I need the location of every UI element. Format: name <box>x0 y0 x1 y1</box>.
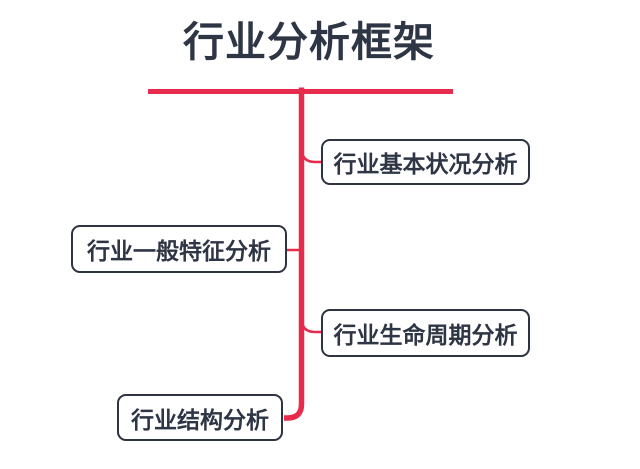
node-industry-life-cycle: 行业生命周期分析 <box>321 309 530 357</box>
node-industry-general-traits: 行业一般特征分析 <box>71 225 287 273</box>
node-industry-basic-situation: 行业基本状况分析 <box>321 139 530 185</box>
connector-node-1-line <box>300 147 322 164</box>
trunk-line <box>284 87 305 421</box>
connector-node-3-line <box>300 317 322 334</box>
node-label: 行业基本状况分析 <box>333 151 518 177</box>
node-label: 行业生命周期分析 <box>333 322 518 348</box>
node-industry-structure: 行业结构分析 <box>117 394 283 441</box>
node-label: 行业一般特征分析 <box>87 238 271 264</box>
node-label: 行业结构分析 <box>131 406 269 433</box>
diagram-title: 行业分析框架 <box>183 19 435 65</box>
